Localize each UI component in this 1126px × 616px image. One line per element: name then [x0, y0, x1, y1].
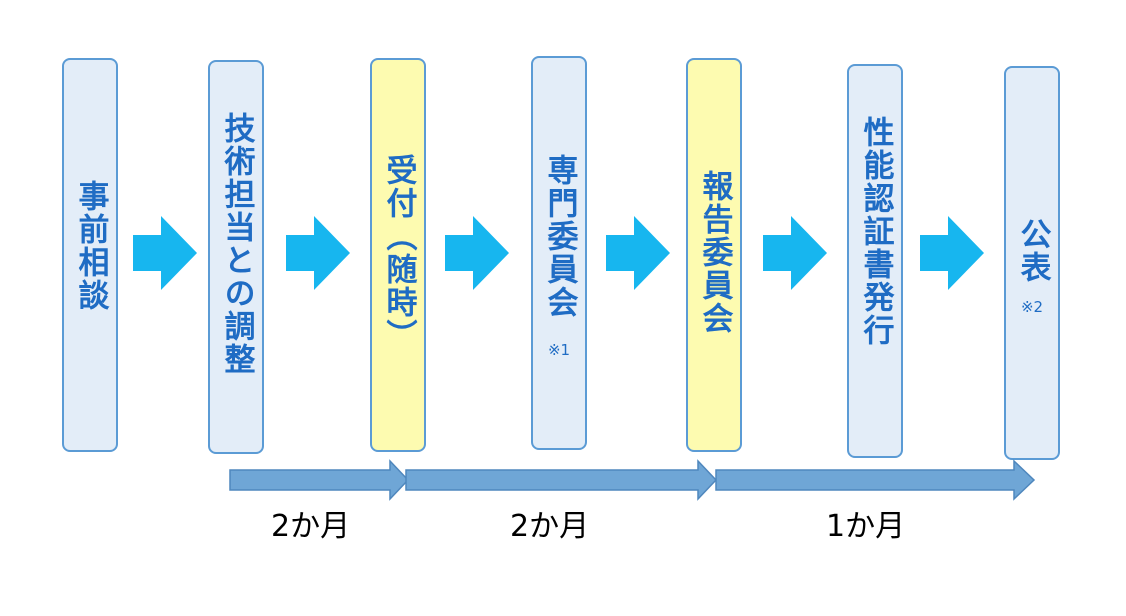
step-label: 報告委員会 — [696, 170, 733, 335]
step-label: 受付（随時） — [380, 154, 417, 352]
duration-label-2: 2か月 — [510, 509, 590, 544]
duration-label-3: 1か月 — [826, 509, 906, 544]
step-box-reporting-committee: 報告委員会 — [686, 58, 742, 452]
step-label: 公表 — [1014, 218, 1051, 284]
step-label: 技術担当との調整 — [218, 112, 255, 376]
step-label: 性能認証書発行 — [857, 116, 894, 347]
step-label: 事前相談 — [72, 180, 109, 312]
step-box-certificate-issuance: 性能認証書発行 — [847, 64, 903, 458]
timeline-arrow-3 — [715, 459, 1036, 501]
flow-arrow-icon — [286, 216, 350, 290]
flow-arrow-icon — [445, 216, 509, 290]
timeline-arrow-2 — [405, 459, 718, 501]
timeline-arrow-1 — [229, 459, 410, 501]
step-box-publication: 公表 ※2 — [1004, 66, 1060, 460]
flow-arrow-icon — [920, 216, 984, 290]
step-note: ※2 — [1020, 298, 1044, 316]
flow-arrow-icon — [133, 216, 197, 290]
step-box-prior-consultation: 事前相談 — [62, 58, 118, 452]
step-label: 専門委員会 — [541, 154, 578, 319]
step-box-expert-committee: 専門委員会 ※1 — [531, 56, 587, 450]
flow-arrow-icon — [606, 216, 670, 290]
step-note: ※1 — [547, 341, 571, 359]
step-box-technical-coordination: 技術担当との調整 — [208, 60, 264, 454]
flow-arrow-icon — [763, 216, 827, 290]
duration-label-1: 2か月 — [271, 509, 351, 544]
step-box-reception: 受付（随時） — [370, 58, 426, 452]
